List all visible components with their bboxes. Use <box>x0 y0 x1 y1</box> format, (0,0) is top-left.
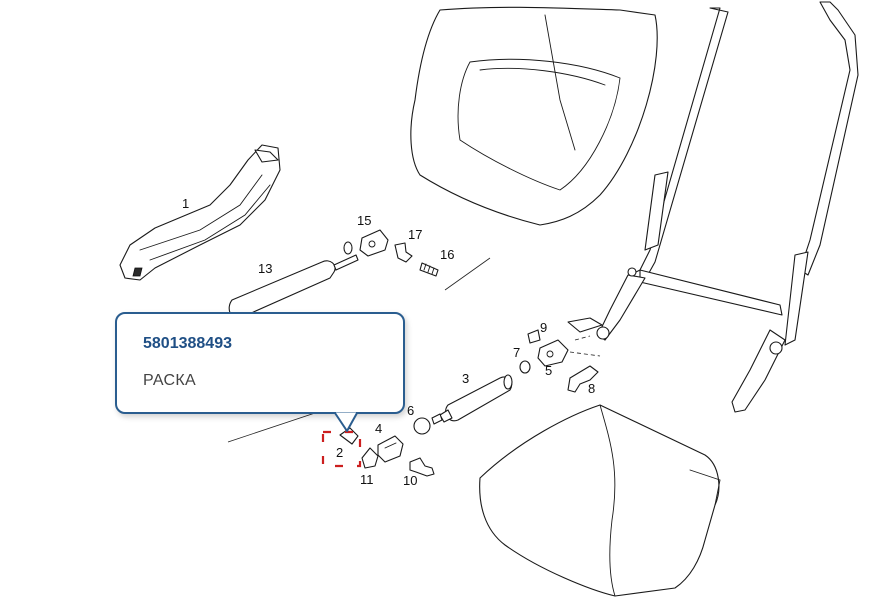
tooltip-pointer <box>334 412 358 432</box>
callout-17: 17 <box>408 227 422 242</box>
bolt <box>409 457 435 477</box>
seat-frame <box>567 1 859 413</box>
seat-cushion <box>479 404 721 597</box>
part-number[interactable]: 5801388493 <box>143 335 232 352</box>
callout-13: 13 <box>258 261 272 276</box>
washer <box>413 417 431 435</box>
clip <box>377 435 404 463</box>
callout-15: 15 <box>357 213 371 228</box>
callout-6: 6 <box>407 403 414 418</box>
nut <box>361 447 379 469</box>
callout-1: 1 <box>182 196 189 211</box>
callout-5: 5 <box>545 363 552 378</box>
callout-10: 10 <box>403 473 417 488</box>
trim-cover <box>119 144 281 281</box>
gas-strut-upper <box>228 241 359 319</box>
callout-16: 16 <box>440 247 454 262</box>
callout-7: 7 <box>513 345 520 360</box>
gas-strut-lower <box>431 374 513 425</box>
seat-back-cushion <box>410 6 658 226</box>
bracket-upper <box>359 229 439 277</box>
callout-2: 2 <box>336 445 343 460</box>
callout-4: 4 <box>375 421 382 436</box>
part-description: РАСКА <box>143 372 196 389</box>
callout-8: 8 <box>588 381 595 396</box>
part-tooltip: 5801388493 РАСКА <box>115 312 405 414</box>
callout-3: 3 <box>462 371 469 386</box>
callout-11: 11 <box>360 472 374 487</box>
callout-9: 9 <box>540 320 547 335</box>
bracket-lower <box>519 329 599 393</box>
highlight-box <box>321 430 362 468</box>
